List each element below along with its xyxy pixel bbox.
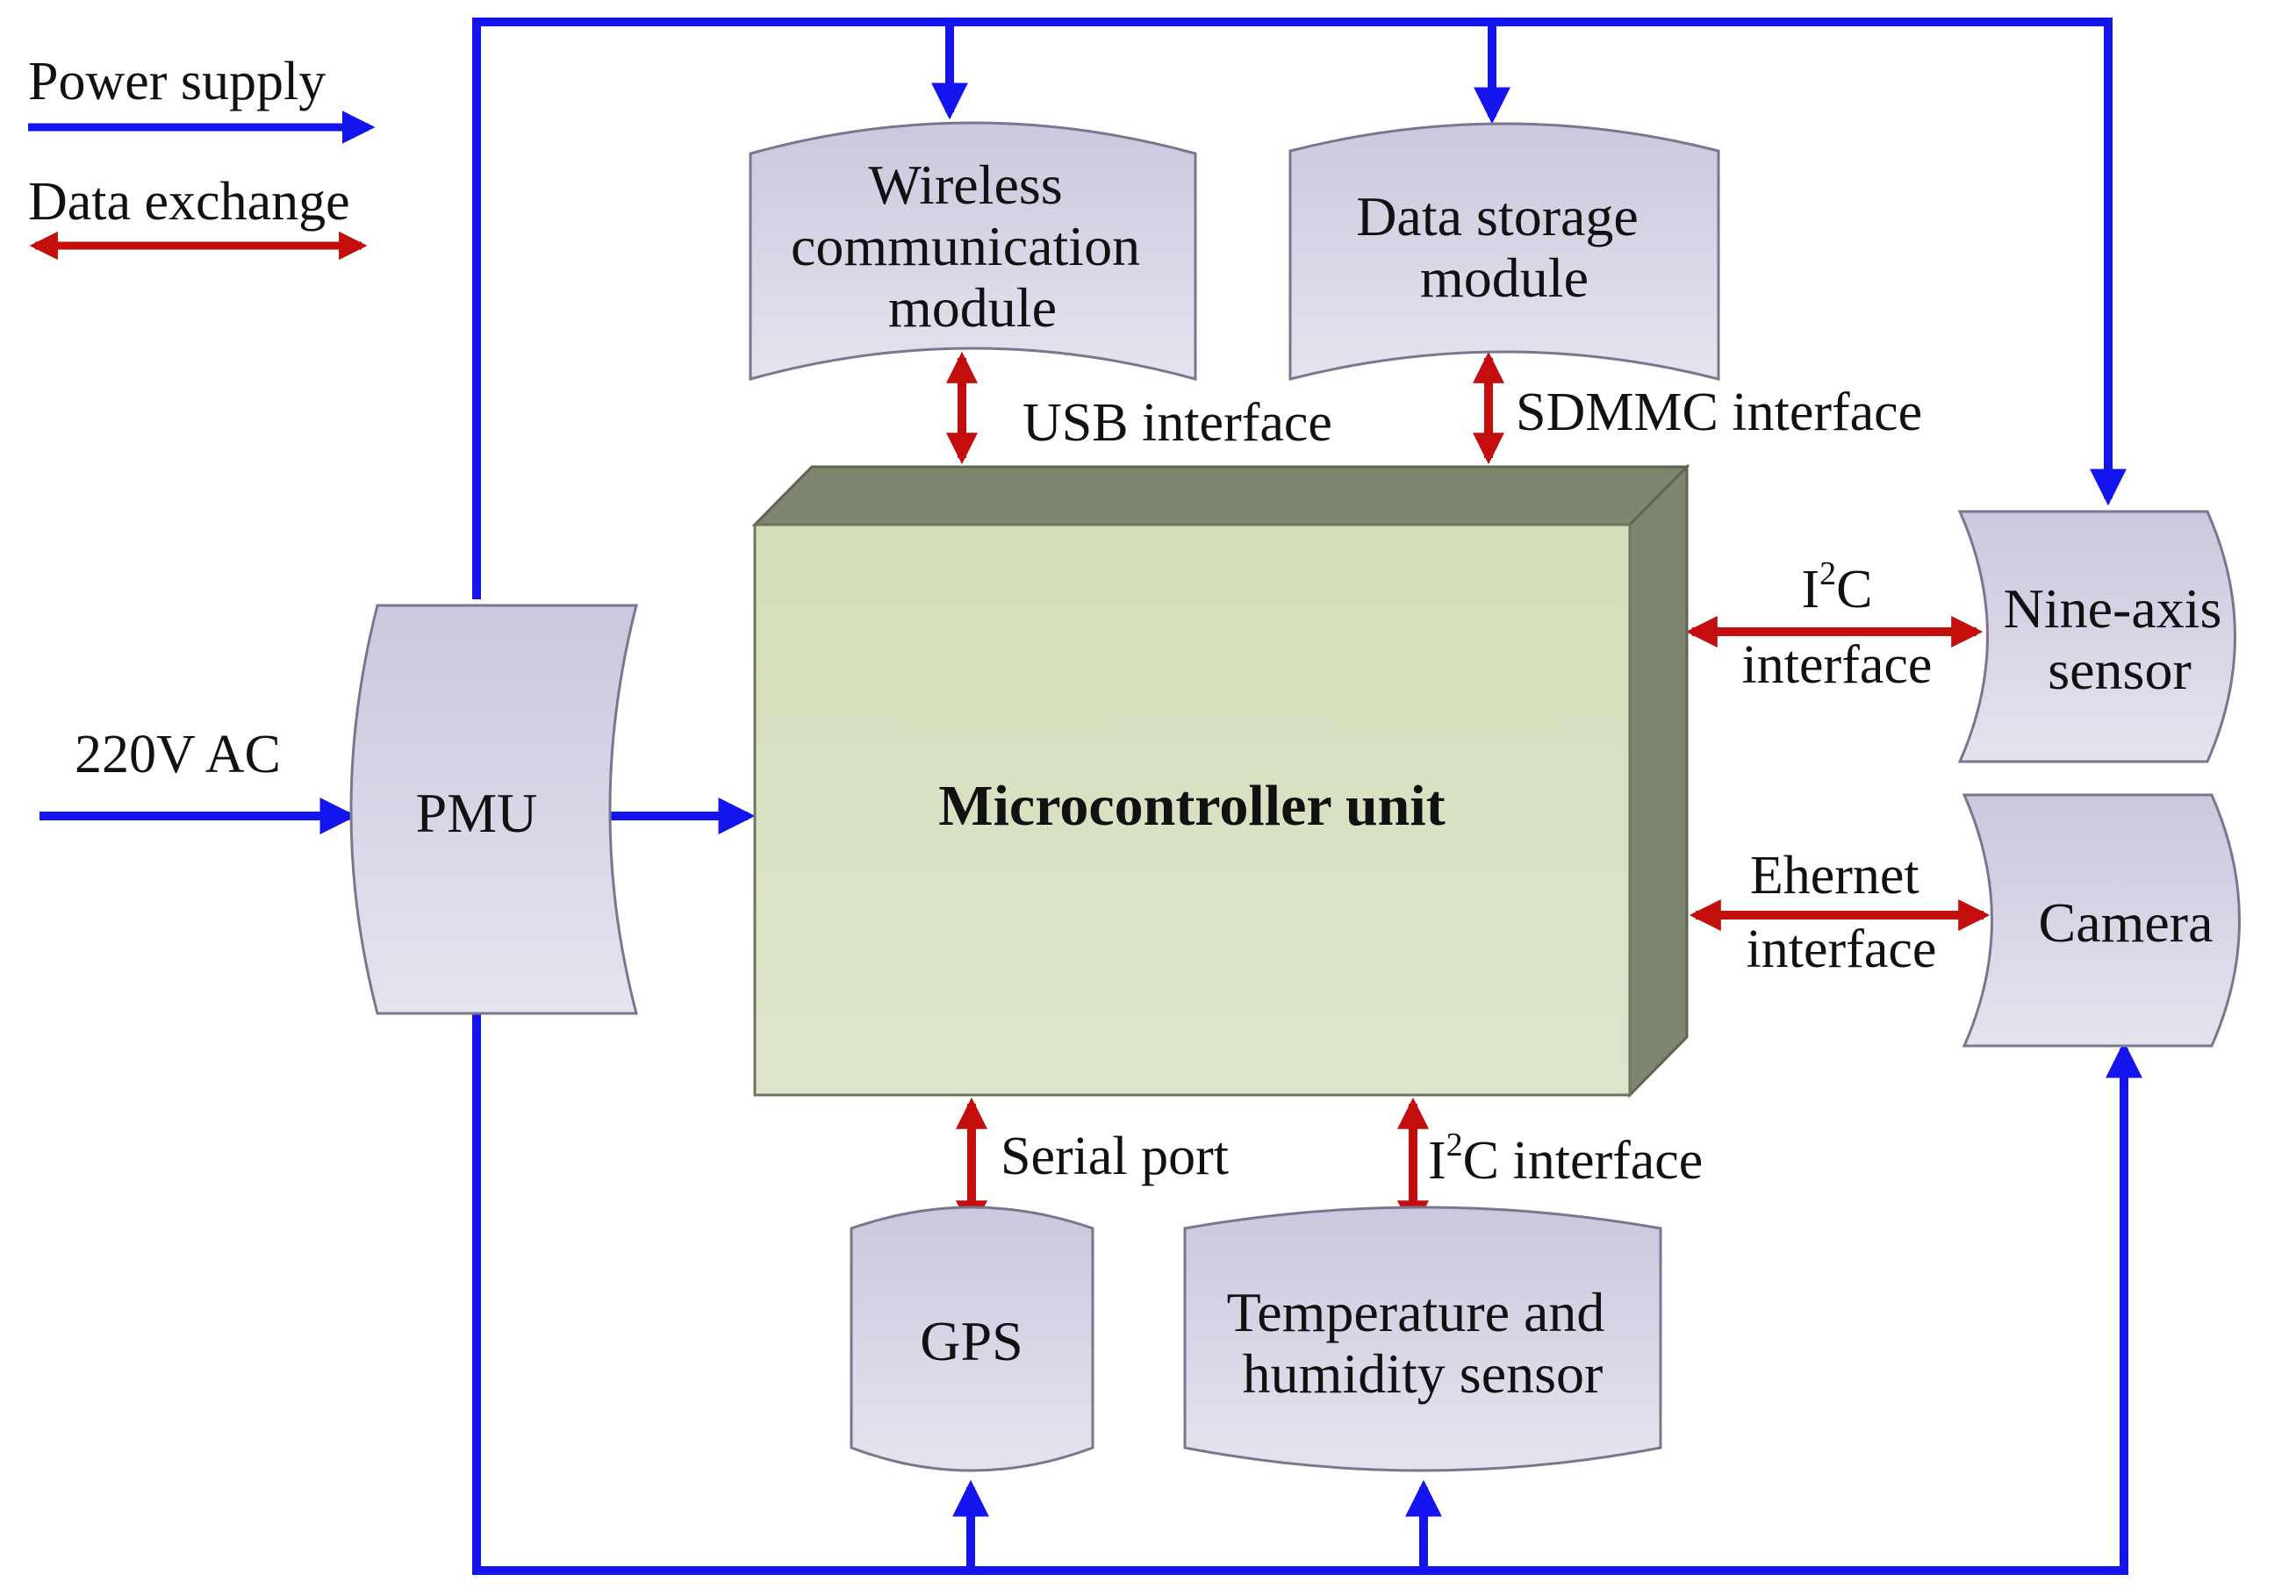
wireless-line-2: communication	[791, 215, 1140, 277]
storage-line-2: module	[1420, 247, 1589, 309]
legend-power-label: Power supply	[28, 52, 326, 111]
wireless-module: Wireless communication module	[749, 121, 1197, 381]
mcu-side-face	[1628, 463, 1689, 1099]
power-bottom-bus	[472, 1012, 2142, 1575]
input-label: 220V AC	[75, 725, 281, 784]
i2c-nine-axis-label-line-2: interface	[1742, 635, 1933, 695]
mcu-label: Microcontroller unit	[938, 774, 1445, 838]
gps-label: GPS	[920, 1310, 1022, 1372]
serial-port-label: Serial port	[1001, 1127, 1229, 1186]
svg-text:Wireless communication: Wireless communication module	[791, 154, 1154, 339]
svg-text:Nine-axis sensor: Nine-axis sensor	[2004, 577, 2236, 701]
svg-text:Data storage module: Data storage module	[1356, 185, 1653, 309]
nine-axis-line-2: sensor	[2048, 639, 2192, 701]
ethernet-label: Ehernet interface	[1747, 846, 1937, 979]
i2c-temp-label: I2C interface	[1428, 1127, 1703, 1191]
pmu-module: PMU	[349, 604, 638, 1015]
legend: Power supply Data exchange	[28, 52, 376, 261]
data-lines	[946, 351, 1991, 1233]
legend-data-label: Data exchange	[28, 172, 350, 232]
storage-line-1: Data storage	[1356, 185, 1639, 247]
temp-sensor-module: Temperature and humidity sensor	[1183, 1206, 1662, 1472]
nine-axis-module: Nine-axis sensor	[1957, 510, 2236, 763]
power-top-bus	[472, 18, 2127, 599]
usb-interface-label: USB interface	[1022, 393, 1332, 453]
wireless-line-3: module	[888, 276, 1057, 339]
camera-label: Camera	[2039, 891, 2213, 954]
temp-line-1: Temperature and	[1227, 1281, 1605, 1343]
gps-module: GPS	[850, 1206, 1094, 1472]
sdmmc-interface-label: SDMMC interface	[1516, 383, 1922, 442]
camera-module: Camera	[1962, 793, 2241, 1048]
storage-module: Data storage module	[1288, 122, 1720, 381]
mcu-box: Microcontroller unit	[751, 463, 1690, 1099]
svg-text:Temperature and humidity: Temperature and humidity sensor	[1227, 1281, 1619, 1405]
mcu-front-face	[753, 523, 1632, 1097]
power-lines	[39, 18, 2142, 1575]
wireless-line-1: Wireless	[868, 154, 1062, 216]
mcu-top-face	[751, 465, 1690, 526]
pmu-label: PMU	[416, 782, 538, 844]
nine-axis-line-1: Nine-axis	[2004, 577, 2222, 640]
temp-line-2: humidity sensor	[1243, 1342, 1604, 1405]
i2c-nine-axis-label: I2C	[1801, 555, 1872, 619]
